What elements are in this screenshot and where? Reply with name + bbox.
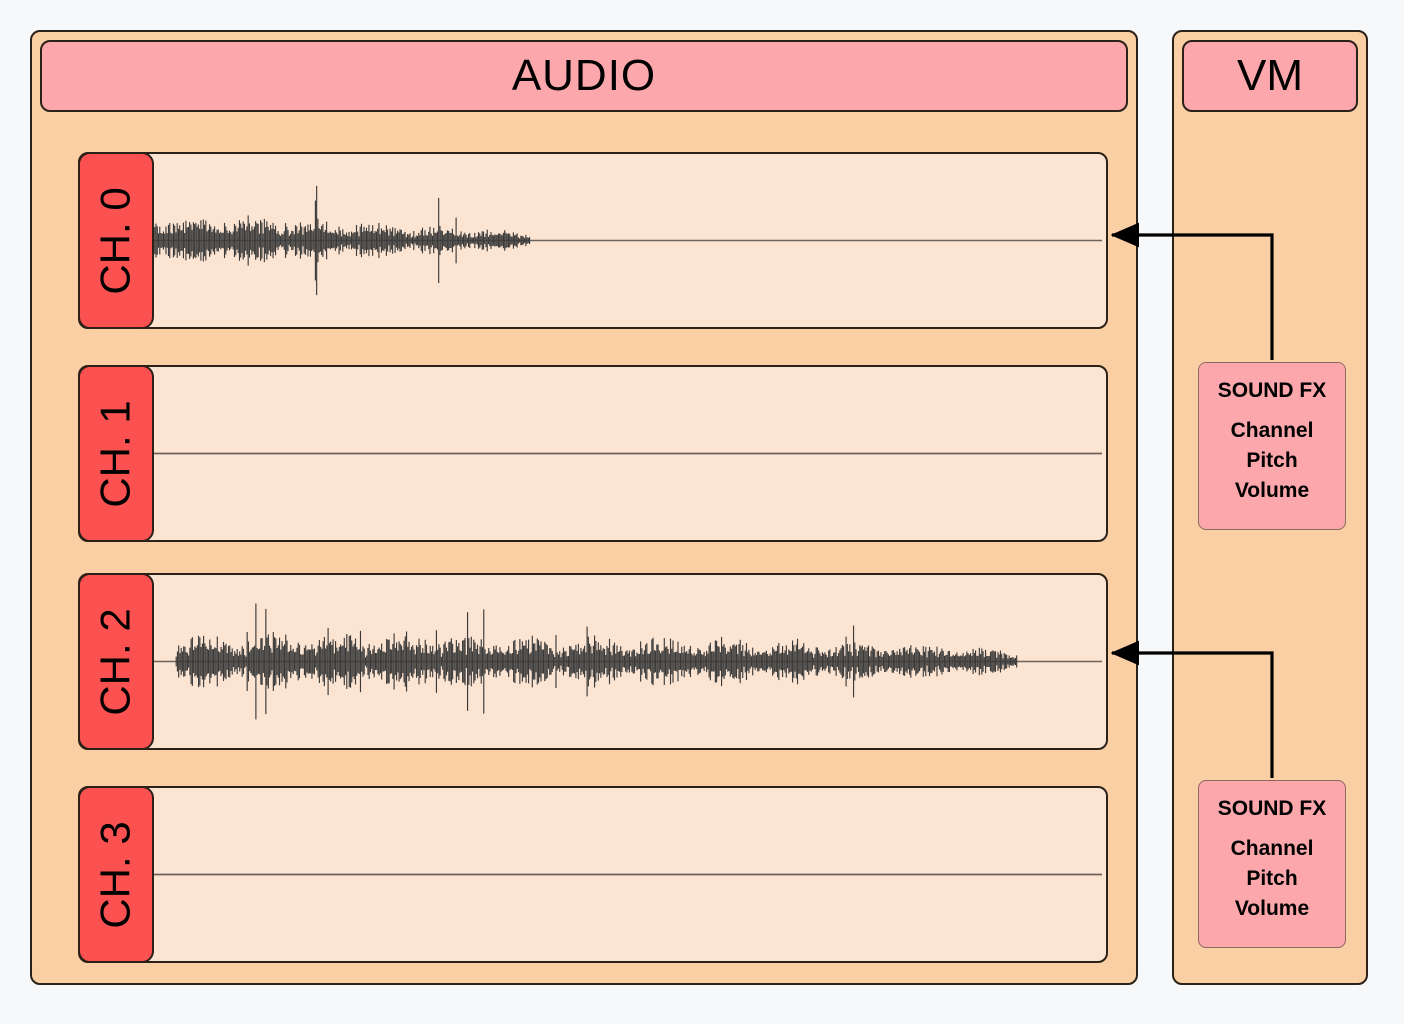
sound-fx-2-param-channel: Channel	[1230, 837, 1314, 861]
channel-0[interactable]: CH. 0	[78, 152, 1108, 329]
channel-3-label: CH. 3	[92, 820, 140, 929]
channel-2-label: CH. 2	[92, 607, 140, 716]
channel-0-label-tag[interactable]: CH. 0	[78, 152, 154, 329]
sound-fx-2-param-volume: Volume	[1234, 896, 1310, 920]
sound-fx-1[interactable]: SOUND FX Channel Pitch Volume	[1198, 362, 1346, 530]
channel-1-label: CH. 1	[92, 399, 140, 508]
channel-1-waveform-box[interactable]	[78, 365, 1108, 542]
vm-panel: VM SOUND FX Channel Pitch Volume SOUND F…	[1172, 30, 1368, 985]
vm-panel-title: VM	[1237, 51, 1303, 100]
channel-1[interactable]: CH. 1	[78, 365, 1108, 542]
sound-fx-1-param-pitch: Pitch	[1246, 448, 1298, 472]
vm-panel-header: VM	[1182, 40, 1358, 112]
audio-panel-header: AUDIO	[40, 40, 1128, 112]
channel-2[interactable]: CH. 2	[78, 573, 1108, 750]
channel-3-waveform	[80, 873, 1103, 876]
channel-3-label-tag[interactable]: CH. 3	[78, 786, 154, 963]
channel-1-label-tag[interactable]: CH. 1	[78, 365, 154, 542]
sound-fx-1-header: SOUND FX	[1217, 379, 1327, 402]
sound-fx-1-param-channel: Channel	[1230, 419, 1314, 443]
sound-fx-2[interactable]: SOUND FX Channel Pitch Volume	[1198, 780, 1346, 948]
channel-0-waveform-box[interactable]	[78, 152, 1108, 329]
channel-3-waveform-box[interactable]	[78, 786, 1108, 963]
channel-1-waveform	[80, 452, 1103, 455]
channel-0-waveform	[80, 154, 1103, 327]
channel-2-waveform	[80, 603, 1103, 720]
audio-panel: AUDIO CH. 0 CH. 1	[30, 30, 1138, 985]
audio-panel-title: AUDIO	[511, 51, 657, 100]
sound-fx-1-param-volume: Volume	[1234, 478, 1310, 502]
sound-fx-2-param-pitch: Pitch	[1246, 866, 1298, 890]
channel-2-waveform-box[interactable]	[78, 573, 1108, 750]
channel-0-label: CH. 0	[92, 186, 140, 295]
channel-2-label-tag[interactable]: CH. 2	[78, 573, 154, 750]
sound-fx-2-header: SOUND FX	[1217, 797, 1327, 820]
channel-3[interactable]: CH. 3	[78, 786, 1108, 963]
